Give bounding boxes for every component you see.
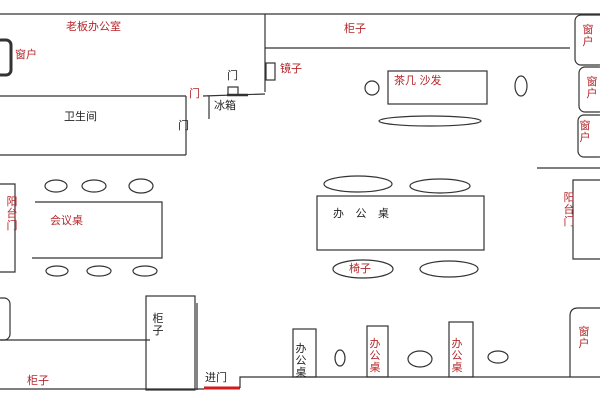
window-label: 窗户 xyxy=(578,325,590,350)
boss-door-marker xyxy=(227,86,239,96)
stool xyxy=(364,80,380,96)
chair xyxy=(332,259,394,279)
window-right-3 xyxy=(577,114,600,158)
tea-sofa-label: 茶几 沙发 xyxy=(394,74,442,87)
cabinet-label: 柜子 xyxy=(152,312,164,337)
window-right-1 xyxy=(574,14,600,66)
cabinet-label: 柜子 xyxy=(27,374,49,387)
boss-window xyxy=(0,38,13,77)
desk-label: 办公桌 xyxy=(369,337,381,374)
bathroom-label: 卫生间 xyxy=(64,110,97,123)
window-label: 窗户 xyxy=(15,48,37,61)
meeting-chair xyxy=(86,265,112,277)
desk-2 xyxy=(366,325,389,378)
mirror-label: 镜子 xyxy=(280,62,302,75)
meeting-table xyxy=(32,201,163,259)
desk-chair xyxy=(419,260,479,278)
stool xyxy=(334,349,346,367)
balcony-door-label: 阳台门 xyxy=(6,195,18,232)
door-label: 门 xyxy=(227,69,238,82)
balcony-door-label: 阳台门 xyxy=(563,191,575,228)
meeting-table-label: 会议桌 xyxy=(50,214,83,227)
door-label: 门 xyxy=(189,87,200,100)
cabinet-box xyxy=(145,295,196,391)
desk-chair xyxy=(409,178,471,194)
window-label: 窗户 xyxy=(586,75,598,100)
sofa xyxy=(378,115,482,127)
window-label: 窗户 xyxy=(579,119,591,144)
meeting-chair xyxy=(128,178,154,194)
window-label: 窗户 xyxy=(582,23,594,48)
window-bottom-right xyxy=(569,307,600,377)
desk-1 xyxy=(292,328,317,378)
desk-chair xyxy=(323,175,393,193)
desk-3 xyxy=(448,321,474,378)
desk-label: 办公桌 xyxy=(451,337,463,374)
right-balcony xyxy=(572,179,600,260)
chair-label: 椅子 xyxy=(349,262,371,275)
office-desk xyxy=(316,195,485,251)
window-bottom-left xyxy=(0,297,11,341)
desk-label: 办公桌 xyxy=(295,342,307,379)
stool-2 xyxy=(514,75,528,97)
meeting-chair xyxy=(45,265,69,277)
office-desk-label: 办 公 桌 xyxy=(333,207,393,220)
meeting-chair xyxy=(132,265,158,277)
fridge-label: 冰箱 xyxy=(214,99,236,112)
stool xyxy=(407,350,433,368)
bottom-wall-right xyxy=(239,376,600,388)
window-right-2 xyxy=(578,66,600,113)
cabinet-label: 柜子 xyxy=(344,22,366,35)
tea-table-sofa xyxy=(387,70,488,105)
meeting-chair xyxy=(44,179,68,193)
left-balcony xyxy=(0,183,16,273)
boss-office-label: 老板办公室 xyxy=(66,20,121,33)
mirror xyxy=(265,62,276,81)
entrance-label: 进门 xyxy=(205,371,227,384)
stool xyxy=(487,350,509,364)
door-label: 门 xyxy=(178,119,189,132)
meeting-chair xyxy=(81,179,107,193)
